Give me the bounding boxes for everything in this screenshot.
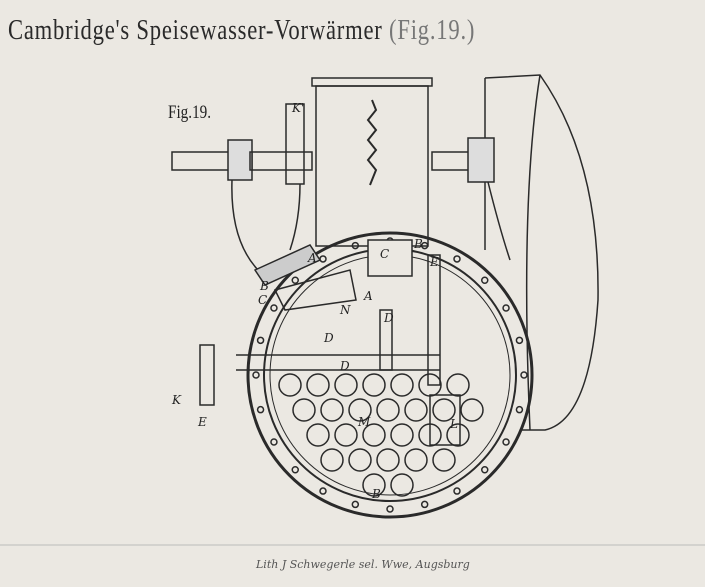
internal-pipes (199, 239, 461, 446)
bolt (270, 304, 278, 312)
tube (334, 423, 358, 447)
lithographer-imprint: Lith J Schwegerle sel. Wwe, Augsburg (256, 558, 470, 571)
tube (278, 373, 302, 397)
bolt (291, 276, 299, 284)
tube (320, 448, 344, 472)
tube (390, 423, 414, 447)
chimney (311, 77, 433, 247)
page-title: Cambridge's Speisewasser-Vorwärmer (Fig.… (8, 14, 475, 47)
label-b: B (413, 237, 423, 251)
label-e: E (197, 415, 207, 429)
bolt (481, 276, 489, 284)
label-a: A (307, 251, 317, 265)
label-d: D (323, 331, 334, 345)
flywheel (484, 74, 599, 431)
tube (446, 423, 470, 447)
tube (292, 398, 316, 422)
title-fig: (Fig.19.) (389, 14, 476, 46)
tubes (252, 237, 528, 513)
bolt (386, 505, 394, 513)
bolt (256, 336, 265, 345)
bolt (420, 500, 429, 509)
label-d: D (339, 359, 350, 373)
bolt (520, 371, 528, 379)
tube (306, 373, 330, 397)
bolt (256, 405, 265, 414)
tube (362, 473, 386, 497)
tube (320, 398, 344, 422)
tube (348, 448, 372, 472)
label-c: C (380, 247, 389, 261)
bolt (270, 438, 278, 446)
bolt (481, 466, 489, 474)
tube (432, 448, 456, 472)
tube (362, 423, 386, 447)
tube (390, 373, 414, 397)
bolt (420, 241, 429, 250)
tube (348, 398, 372, 422)
label-l: L (449, 417, 458, 431)
bolt (502, 438, 510, 446)
boiler-labels: K' A C B E B C A N D D D M L K E B (171, 101, 458, 501)
tube (306, 423, 330, 447)
label-b: B (371, 487, 381, 501)
bolt (319, 255, 327, 263)
label-b: B (259, 279, 269, 293)
bolt (502, 304, 510, 312)
bolt (453, 487, 461, 495)
title-main: Cambridge's Speisewasser-Vorwärmer (8, 14, 383, 46)
bolt (453, 255, 461, 263)
tube (362, 373, 386, 397)
label-k: K (171, 393, 182, 407)
tube (432, 398, 456, 422)
bolt (515, 336, 524, 345)
bolt (291, 466, 299, 474)
tube (376, 398, 400, 422)
tube (390, 473, 414, 497)
bolt (252, 371, 260, 379)
figure-label: Fig.19. (168, 102, 212, 123)
label-n: N (339, 303, 351, 317)
steam-pipes (171, 103, 511, 271)
label-k-prime: K' (291, 101, 304, 115)
label-m: M (357, 415, 371, 429)
tube (334, 373, 358, 397)
label-c: C (258, 293, 267, 307)
label-a: A (363, 289, 373, 303)
tube (404, 398, 428, 422)
label-d: D (383, 311, 394, 325)
bolt (351, 500, 360, 509)
tube (460, 398, 484, 422)
tube (376, 448, 400, 472)
bolt (351, 241, 360, 250)
bolt (515, 405, 524, 414)
label-e: E (429, 255, 439, 269)
tube (446, 373, 470, 397)
tube (404, 448, 428, 472)
bolt (319, 487, 327, 495)
